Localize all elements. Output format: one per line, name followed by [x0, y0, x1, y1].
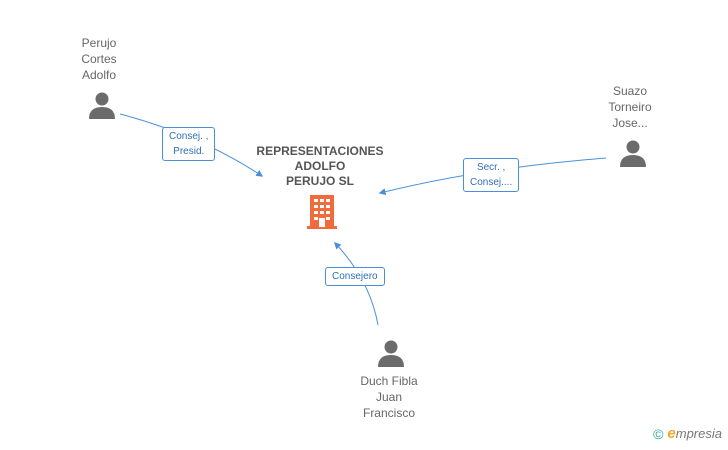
- person-name-line: Jose...: [612, 116, 648, 130]
- person-name-line: Torneiro: [608, 100, 652, 114]
- person-name-line: Cortes: [81, 52, 117, 66]
- role-line: Consej. ,: [169, 131, 209, 142]
- brand-rest: mpresia: [675, 426, 722, 441]
- person-name-line: Suazo: [612, 84, 648, 98]
- role-badge-duch[interactable]: Consejero: [325, 267, 385, 286]
- person-name-line: Adolfo: [81, 68, 117, 82]
- company-name-line: REPRESENTACIONES: [256, 144, 384, 158]
- role-badge-perujo[interactable]: Consej. , Presid.: [162, 127, 216, 161]
- person-name-line: Juan: [375, 390, 403, 404]
- person-name-line: Francisco: [362, 406, 415, 420]
- person-name-duch[interactable]: Duch Fibla Juan Francisco: [344, 373, 434, 421]
- building-icon[interactable]: [307, 195, 337, 229]
- person-name-suazo[interactable]: Suazo Torneiro Jose...: [590, 83, 670, 131]
- company-name-line: ADOLFO: [294, 159, 346, 173]
- brand-logo: © empresia: [653, 425, 722, 442]
- person-icon[interactable]: [87, 90, 117, 120]
- person-name-line: Perujo: [81, 36, 117, 50]
- role-badge-suazo[interactable]: Secr. , Consej....: [463, 158, 520, 192]
- company-name-line: PERUJO SL: [285, 174, 354, 188]
- person-icon[interactable]: [376, 338, 406, 368]
- role-line: Presid.: [173, 146, 205, 157]
- company-name[interactable]: REPRESENTACIONES ADOLFO PERUJO SL: [240, 144, 400, 189]
- copyright-icon: ©: [653, 425, 664, 442]
- brand-wordmark: empresia: [667, 425, 722, 442]
- role-line: Secr. ,: [476, 162, 506, 173]
- role-line: Consej....: [470, 177, 513, 188]
- role-line: Consejero: [332, 271, 378, 282]
- brand-initial: e: [667, 425, 676, 442]
- person-icon[interactable]: [618, 138, 648, 168]
- person-name-line: Duch Fibla: [360, 374, 418, 388]
- person-name-perujo[interactable]: Perujo Cortes Adolfo: [59, 35, 139, 83]
